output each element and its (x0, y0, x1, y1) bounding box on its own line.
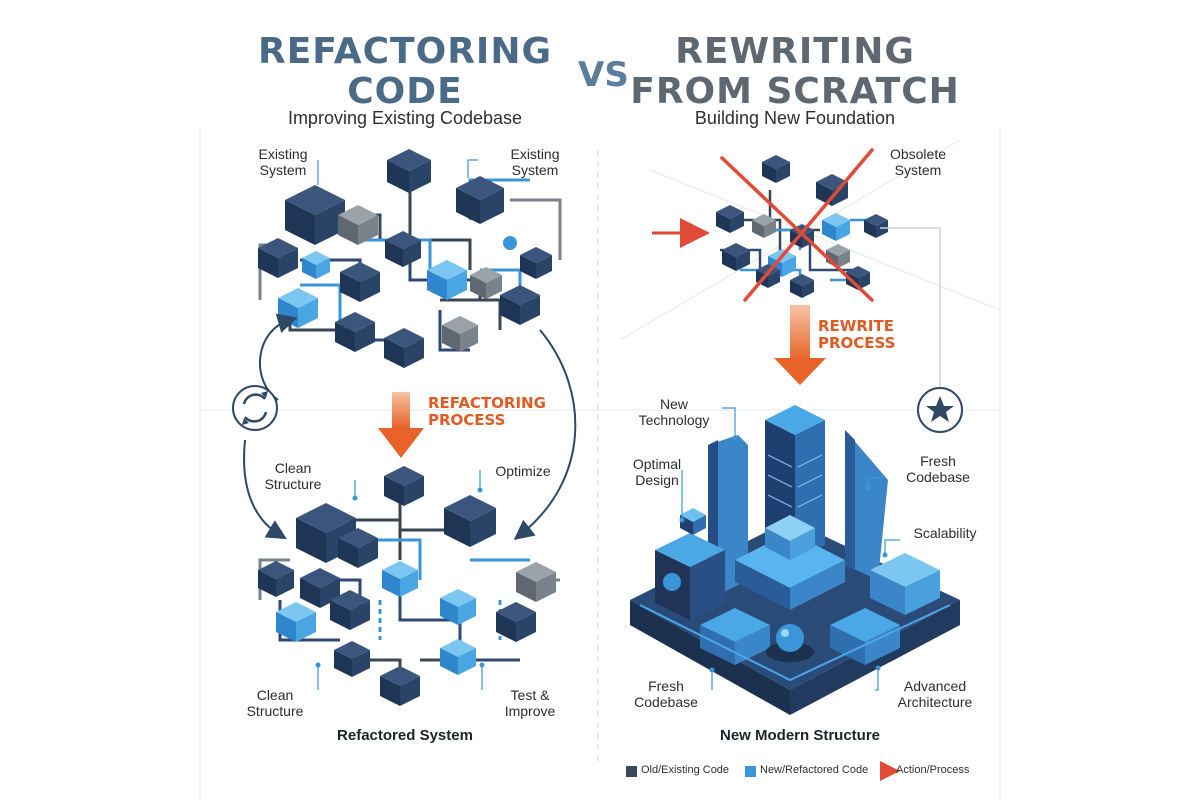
left-title: REFACTORING CODE (250, 32, 560, 112)
cubes-top-left-0 (387, 149, 431, 193)
refactoring-process-line1: REFACTORING (428, 394, 546, 412)
label-existing-system-a: Existing System (258, 146, 308, 178)
cubes-bottom-left-4 (382, 561, 418, 597)
rewrite-process-label: REWRITE PROCESS (818, 318, 895, 352)
cubes-top-right-11 (790, 274, 814, 298)
modern-structure-illustration (630, 405, 960, 715)
cubes-top-right-9 (826, 244, 850, 268)
cubes-top-right-0 (762, 155, 790, 183)
legend-old: Old/Existing Code (641, 764, 729, 776)
cubes-top-left-7 (340, 262, 380, 302)
left-title-line1: REFACTORING (257, 31, 552, 72)
star-badge-icon (917, 387, 963, 433)
cubes-top-left-1 (456, 176, 504, 224)
left-caption: Refactored System (337, 727, 473, 744)
right-title: REWRITING FROM SCRATCH (630, 32, 960, 112)
left-subtitle: Improving Existing Codebase (287, 108, 523, 128)
legend-new-label: New/Refactored Code (760, 764, 869, 776)
cubes-top-left-4 (385, 231, 421, 267)
cubes-bottom-left-10 (330, 590, 370, 630)
cubes-top-right-7 (722, 243, 750, 271)
rewrite-process-line1: REWRITE (818, 317, 894, 335)
cubes-top-left-12 (335, 312, 375, 352)
vs-label: VS (578, 55, 629, 95)
cubes-top-left-13 (384, 328, 424, 368)
cubes-bottom-left-14 (380, 666, 420, 706)
refresh-icon (232, 385, 278, 431)
cubes-top-left-6 (302, 251, 330, 279)
right-title-line1: REWRITING (675, 31, 915, 72)
cubes-bottom-left-12 (334, 641, 370, 677)
cubes-top-left-10 (500, 285, 540, 325)
label-advanced-architecture: Advanced Architecture (897, 678, 973, 710)
cubes-top-left-14 (470, 267, 502, 299)
cubes-top-right-5 (822, 213, 850, 241)
label-optimize: Optimize (495, 463, 551, 479)
cubes-top-left-15 (520, 247, 552, 279)
label-clean-structure-bottom: Clean Structure (246, 687, 304, 719)
label-fresh-codebase-bottom: Fresh Codebase (634, 678, 698, 710)
cubes-bottom-left-8 (516, 562, 556, 602)
label-new-technology: New Technology (638, 396, 710, 428)
cubes-bottom-left-13 (440, 639, 476, 675)
cubes-top-left-3 (338, 205, 378, 245)
label-existing-system-b: Existing System (510, 146, 560, 178)
cubes-bottom-left-3 (338, 528, 378, 568)
cubes-top-right-6 (864, 214, 888, 238)
label-fresh-codebase-top: Fresh Codebase (906, 453, 970, 485)
rewrite-process-line2: PROCESS (818, 334, 896, 352)
cubes-top-left-2 (285, 185, 345, 245)
refactoring-process-arrow (378, 392, 424, 458)
cubes-bottom-left-1 (444, 495, 496, 547)
rewrite-process-arrow (774, 305, 826, 385)
right-caption: New Modern Structure (719, 727, 881, 744)
cubes-top-left-11 (442, 316, 478, 352)
legend-action: Action/Process (896, 764, 969, 776)
legend-old-label: Old/Existing Code (641, 764, 730, 776)
cubes-top-right-2 (716, 205, 744, 233)
label-clean-structure-top: Clean Structure (264, 460, 322, 492)
refactoring-process-line2: PROCESS (428, 411, 506, 429)
cubes-bottom-left-5 (258, 561, 294, 597)
cubes-top-right-3 (752, 214, 776, 238)
cubes-bottom-left-11 (496, 602, 536, 642)
right-title-line2: FROM SCRATCH (630, 71, 960, 112)
cubes-bottom-left-7 (440, 589, 476, 625)
legend-swatch-new (745, 766, 756, 777)
legend-swatch-old (626, 766, 637, 777)
cubes-top-right-1 (816, 174, 848, 206)
cubes-bottom-left-0 (384, 466, 424, 506)
cubes-top-left-8 (427, 260, 467, 300)
legend-action-label: Action/Process (896, 764, 970, 776)
legend-new: New/Refactored Code (760, 764, 868, 776)
right-subtitle: Building New Foundation (694, 108, 896, 128)
cubes-top-left-5 (258, 238, 298, 278)
left-title-line2: CODE (347, 71, 463, 112)
label-test-improve: Test & Improve (504, 687, 556, 719)
label-optimal-design: Optimal Design (632, 456, 682, 488)
label-scalability: Scalability (913, 525, 977, 541)
cubes-bottom-left-9 (276, 602, 316, 642)
label-obsolete-system: Obsolete System (889, 146, 947, 178)
cross-out-icon (720, 148, 874, 302)
refactoring-process-label: REFACTORING PROCESS (428, 395, 546, 429)
